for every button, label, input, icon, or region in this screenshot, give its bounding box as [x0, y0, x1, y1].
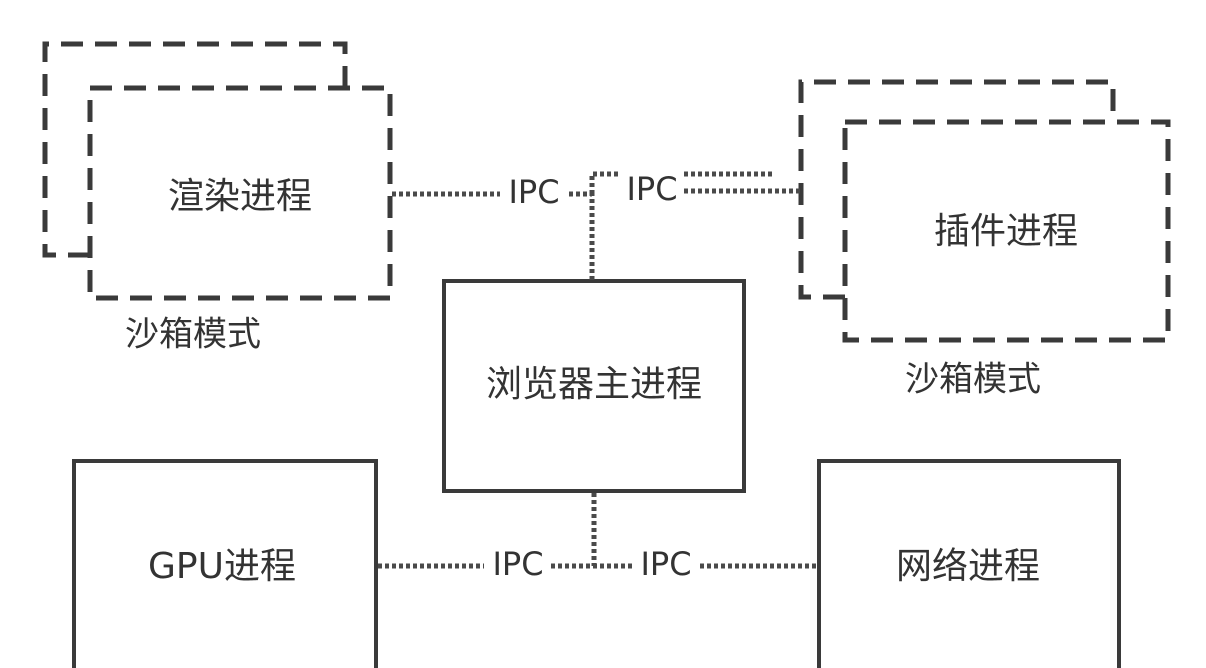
renderer-process-node: 渲染进程	[42, 41, 393, 301]
gpu-label: GPU进程	[148, 546, 296, 587]
renderer-ipc-label: IPC	[508, 173, 559, 211]
network-ipc-label: IPC	[640, 545, 691, 583]
renderer-label: 渲染进程	[168, 176, 312, 217]
plugin-ipc-label: IPC	[626, 170, 677, 208]
ipc-connectors	[378, 171, 818, 569]
plugin-label: 插件进程	[934, 211, 1078, 252]
renderer-front-frame	[87, 85, 393, 301]
plugin-process-node: 插件进程	[798, 79, 1171, 343]
network-process-node: 网络进程	[817, 459, 1121, 668]
gpu-ipc-label: IPC	[492, 545, 543, 583]
renderer-sandbox-label: 沙箱模式	[125, 315, 261, 355]
browser-main-frame	[442, 279, 746, 493]
plugin-sandbox-label: 沙箱模式	[905, 360, 1041, 400]
gpu-process-node: GPU进程	[72, 459, 378, 668]
renderer-ipc-connector-tail	[569, 191, 595, 280]
plugin-back-frame	[798, 79, 1116, 300]
plugin-front-frame	[842, 119, 1171, 343]
network-frame	[817, 459, 1121, 668]
browser-main-process-node: 浏览器主进程	[442, 279, 746, 493]
plugin-ipc-connector-top	[589, 171, 620, 194]
renderer-back-frame	[42, 41, 348, 258]
network-label: 网络进程	[896, 546, 1040, 587]
gpu-frame	[72, 459, 378, 668]
browser-main-label: 浏览器主进程	[486, 364, 702, 405]
